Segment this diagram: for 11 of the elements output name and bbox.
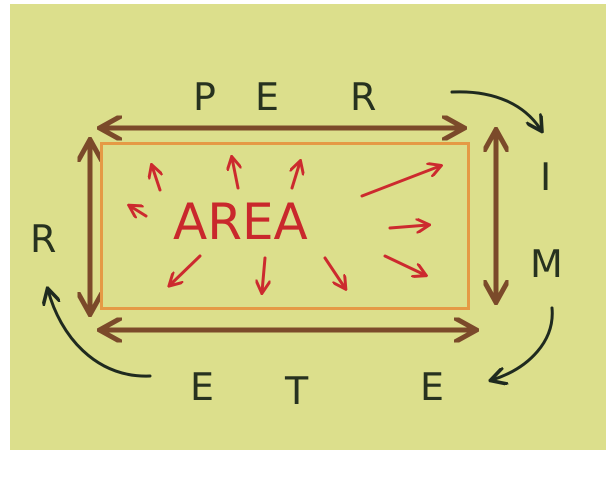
- letter-label: P: [193, 78, 216, 116]
- area-rectangle: [100, 142, 470, 310]
- letter-label: E: [420, 368, 444, 406]
- area-label: AREA: [173, 197, 308, 247]
- letter-label: I: [540, 158, 552, 196]
- letter-label: E: [190, 368, 214, 406]
- letter-label: E: [255, 78, 280, 116]
- letter-label: R: [350, 78, 376, 116]
- letter-label: T: [285, 372, 308, 410]
- letter-label: M: [530, 245, 563, 283]
- letter-label: R: [30, 220, 56, 258]
